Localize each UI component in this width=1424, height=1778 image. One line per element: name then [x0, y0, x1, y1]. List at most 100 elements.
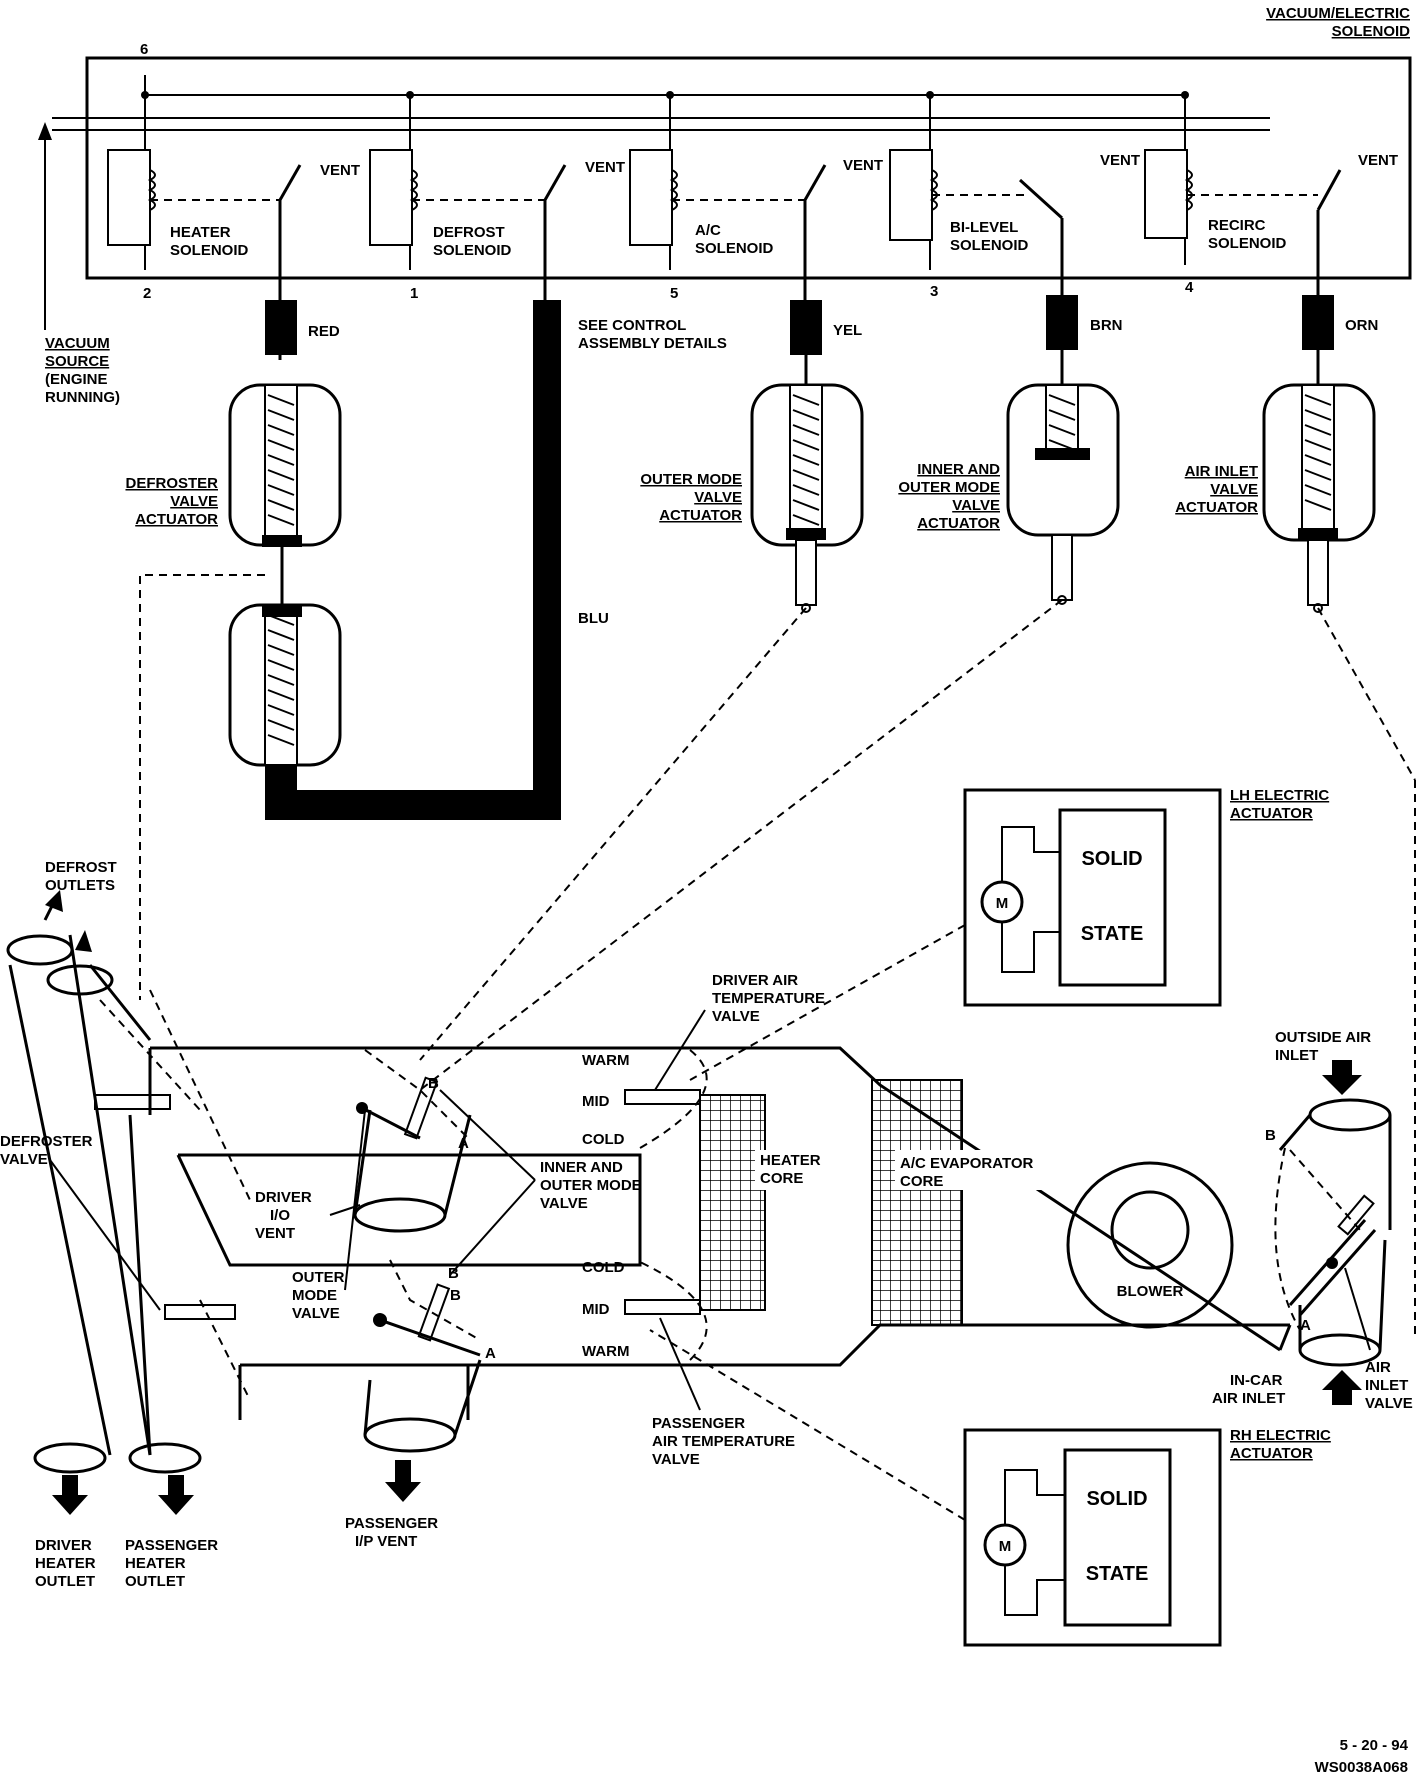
- incar-air-1: IN-CAR: [1230, 1372, 1283, 1389]
- inner-outer-actuator-label-4: ACTUATOR: [917, 515, 1000, 532]
- solenoid-recirc: RECIRC SOLENOID 4 VENT: [1144, 91, 1398, 300]
- lh-electric-actuator: M SOLID STATE LH ELECTRIC ACTUATOR: [963, 787, 1329, 1007]
- lower-pos-b-2: B: [450, 1287, 461, 1304]
- driver-cold: COLD: [582, 1131, 625, 1148]
- defrost-solenoid-label-1: DEFROST: [433, 224, 505, 241]
- lh-state-label: STATE: [1081, 923, 1144, 945]
- outlets: DRIVER HEATER OUTLET PASSENGER HEATER OU…: [35, 1460, 438, 1590]
- outer-mode-valve-actuator: OUTER MODE VALVE ACTUATOR: [640, 383, 864, 613]
- defrost-solenoid-label-2: SOLENOID: [433, 242, 512, 259]
- air-inlet-valve-2: INLET: [1365, 1377, 1408, 1394]
- solenoid-title-1: VACUUM/ELECTRIC: [1266, 5, 1410, 22]
- defrost-tubes: DEFROST OUTLETS DEFROSTER VALVE: [0, 859, 251, 1474]
- ac-solenoid-label-1: A/C: [695, 222, 721, 239]
- vent-label-4: VENT: [1100, 152, 1140, 169]
- heater-solenoid-label-1: HEATER: [170, 224, 231, 241]
- inner-outer-actuator-label-3: VALVE: [952, 497, 1000, 514]
- vent-label-2: VENT: [585, 159, 625, 176]
- solenoid-defrost: DEFROST SOLENOID 1 VENT: [369, 91, 625, 302]
- incar-air-2: AIR INLET: [1212, 1390, 1285, 1407]
- recirc-solenoid-label-1: RECIRC: [1208, 217, 1266, 234]
- vacuum-source-line-3: (ENGINE: [45, 371, 108, 388]
- temperature-valves: WARM MID COLD COLD MID WARM DRIVER AIR T…: [582, 972, 825, 1468]
- supply-pin: 6: [140, 41, 148, 58]
- driver-io-vent-3: VENT: [255, 1225, 295, 1242]
- inlet-pos-a: A: [1300, 1317, 1311, 1334]
- outer-mode-actuator-label-3: ACTUATOR: [659, 507, 742, 524]
- inner-outer-valve-1: INNER AND: [540, 1159, 623, 1176]
- upper-pos-b: B: [428, 1075, 439, 1092]
- ac-solenoid-label-2: SOLENOID: [695, 240, 774, 257]
- passenger-air-temp-1: PASSENGER: [652, 1415, 745, 1432]
- air-inlet-valve-3: VALVE: [1365, 1395, 1413, 1412]
- lower-pos-b-1: B: [448, 1265, 459, 1282]
- heater-solenoid-label-2: SOLENOID: [170, 242, 249, 259]
- evap-core-label-1: A/C EVAPORATOR: [900, 1155, 1034, 1172]
- defroster-actuator-label-3: ACTUATOR: [135, 511, 218, 528]
- air-inlet: B A OUTSIDE AIR INLET IN-CAR AIR INLET A…: [1212, 1029, 1413, 1412]
- rh-electric-actuator: M SOLID STATE RH ELECTRIC ACTUATOR: [963, 1427, 1331, 1647]
- air-inlet-valve-actuator: AIR INLET VALVE ACTUATOR: [1175, 383, 1376, 613]
- mode-valves: B B B A A DRIVER I/O VENT OUTER MODE VAL…: [255, 1049, 642, 1453]
- driver-io-vent-1: DRIVER: [255, 1189, 312, 1206]
- inner-outer-mode-valve-actuator: INNER AND OUTER MODE VALVE ACTUATOR: [898, 383, 1120, 605]
- driver-io-vent-2: I/O: [270, 1207, 290, 1224]
- passenger-ip-vent-2: I/P VENT: [355, 1533, 417, 1550]
- driver-air-temp-2: TEMPERATURE: [712, 990, 825, 1007]
- footer-code: WS0038A068: [1315, 1759, 1408, 1776]
- air-inlet-actuator-label-1: AIR INLET: [1185, 463, 1258, 480]
- inner-outer-valve-2: OUTER MODE: [540, 1177, 642, 1194]
- outer-mode-valve-1: OUTER: [292, 1269, 345, 1286]
- driver-heater-outlet-3: OUTLET: [35, 1573, 95, 1590]
- passenger-air-temp-2: AIR TEMPERATURE: [652, 1433, 795, 1450]
- vacuum-source-line-1: VACUUM: [45, 335, 110, 352]
- heater-core-label-1: HEATER: [760, 1152, 821, 1169]
- air-inlet-valve-1: AIR: [1365, 1359, 1391, 1376]
- footer-date: 5 - 20 - 94: [1340, 1737, 1409, 1754]
- solenoid-ac: A/C SOLENOID 5 VENT: [629, 91, 883, 302]
- linkage-lines: [139, 574, 1416, 1521]
- outer-mode-actuator-label-2: VALVE: [694, 489, 742, 506]
- passenger-air-temp-3: VALVE: [652, 1451, 700, 1468]
- heater-core-label-2: CORE: [760, 1170, 803, 1187]
- see-control-1: SEE CONTROL: [578, 317, 686, 334]
- see-control-2: ASSEMBLY DETAILS: [578, 335, 727, 352]
- inner-outer-actuator-label-1: INNER AND: [917, 461, 1000, 478]
- defroster-valve-2: VALVE: [0, 1151, 48, 1168]
- driver-heater-outlet-2: HEATER: [35, 1555, 96, 1572]
- defroster-valve-actuator: DEFROSTER VALVE ACTUATOR: [125, 383, 342, 767]
- blower: BLOWER: [1066, 1161, 1234, 1329]
- driver-warm: WARM: [582, 1052, 630, 1069]
- vent-label-3: VENT: [843, 157, 883, 174]
- hose-brn: BRN: [1046, 295, 1123, 385]
- lh-title-1: LH ELECTRIC: [1230, 787, 1329, 804]
- outer-mode-actuator-label-1: OUTER MODE: [640, 471, 742, 488]
- outer-mode-valve-2: MODE: [292, 1287, 337, 1304]
- hose-red: RED: [265, 300, 340, 360]
- defrost-pin: 1: [410, 285, 418, 302]
- inlet-pos-b: B: [1265, 1127, 1276, 1144]
- defroster-actuator-label-1: DEFROSTER: [125, 475, 218, 492]
- rh-title-2: ACTUATOR: [1230, 1445, 1313, 1462]
- driver-air-temp-3: VALVE: [712, 1008, 760, 1025]
- hose-blu: SEE CONTROL ASSEMBLY DETAILS BLU: [265, 300, 727, 820]
- solenoid-title-2: SOLENOID: [1332, 23, 1411, 40]
- passenger-cold: COLD: [582, 1259, 625, 1276]
- passenger-heater-outlet-1: PASSENGER: [125, 1537, 218, 1554]
- rh-title-1: RH ELECTRIC: [1230, 1427, 1331, 1444]
- passenger-mid: MID: [582, 1301, 610, 1318]
- bilevel-solenoid-label-1: BI-LEVEL: [950, 219, 1018, 236]
- passenger-ip-vent-1: PASSENGER: [345, 1515, 438, 1532]
- driver-mid: MID: [582, 1093, 610, 1110]
- vacuum-source-line-2: SOURCE: [45, 353, 109, 370]
- vent-label-5: VENT: [1358, 152, 1398, 169]
- vacuum-source-label: VACUUM SOURCE (ENGINE RUNNING): [45, 335, 120, 406]
- lh-title-2: ACTUATOR: [1230, 805, 1313, 822]
- defrost-outlets-1: DEFROST: [45, 859, 117, 876]
- inner-outer-actuator-label-2: OUTER MODE: [898, 479, 1000, 496]
- hose-orn-label: ORN: [1345, 317, 1378, 334]
- upper-pos-a: A: [458, 1135, 469, 1152]
- hose-orn: ORN: [1302, 295, 1378, 385]
- duct-system: [148, 1046, 1292, 1420]
